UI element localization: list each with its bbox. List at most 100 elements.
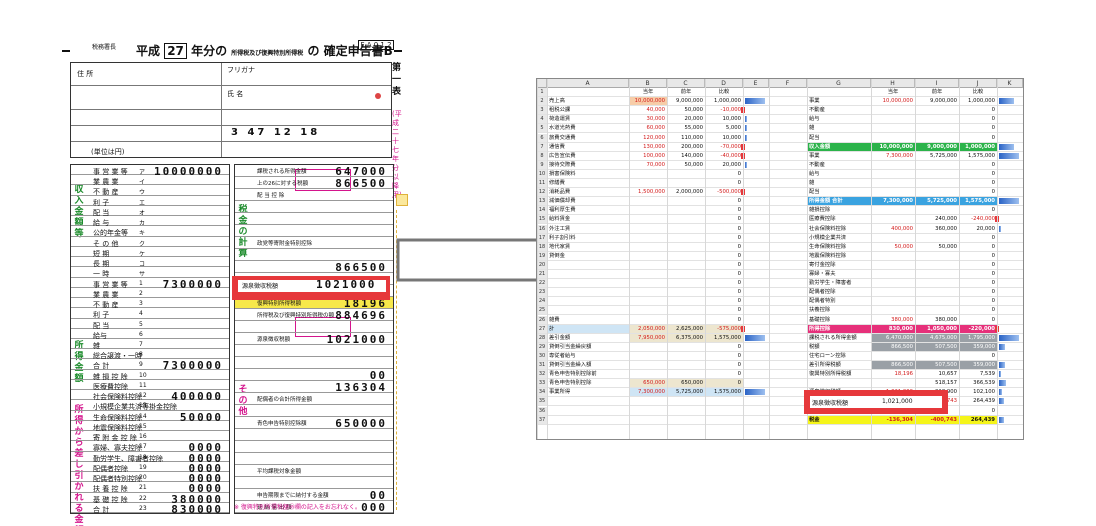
cell-a[interactable]: 損害保険料 (549, 170, 576, 177)
cell-a[interactable] (547, 407, 629, 415)
cell-h[interactable] (871, 379, 915, 387)
cell-c[interactable]: 6,375,000 (667, 333, 705, 342)
cell-h[interactable] (871, 352, 915, 360)
cell-g[interactable]: 税金 (807, 415, 871, 424)
cell-h[interactable]: 7,300,000 (871, 197, 915, 206)
cell-j[interactable]: 0 (991, 261, 995, 268)
cell-b[interactable]: 2,050,000 (629, 324, 667, 333)
cell-j[interactable]: 0 (991, 180, 995, 186)
cell-i[interactable]: -400,743 (915, 415, 959, 424)
cell-b[interactable] (629, 407, 667, 415)
cell-h[interactable] (871, 215, 915, 223)
column-header[interactable]: A (547, 79, 629, 88)
cell-a[interactable]: 売上高 (549, 98, 565, 105)
cell-i[interactable]: 10,657 (938, 371, 957, 378)
cell-i[interactable] (915, 206, 959, 214)
column-header[interactable]: H (871, 79, 915, 88)
cell-b[interactable] (629, 243, 667, 251)
cell-a[interactable]: 水道光熱費 (549, 125, 576, 132)
cell-g[interactable]: 寄付金控除 (809, 261, 836, 268)
cell-i[interactable]: 360,000 (935, 225, 957, 232)
header-cell[interactable]: 比較 (972, 89, 984, 95)
cell-a[interactable]: 接待交際費 (549, 161, 576, 168)
cell-j[interactable]: 0 (991, 407, 995, 414)
cell-h[interactable] (871, 124, 915, 132)
cell-a[interactable]: 利子割引料 (549, 234, 576, 241)
cell-g[interactable]: 扶養控除 (809, 307, 831, 314)
cell-g[interactable]: 課税される所得金額 (809, 334, 857, 341)
cell-g[interactable]: 寡婦・寡夫 (809, 271, 836, 277)
cell-d[interactable]: 0 (737, 298, 741, 305)
header-cell[interactable]: 前年 (680, 89, 692, 95)
cell-i[interactable]: 9,000,000 (915, 142, 959, 151)
column-header[interactable]: I (915, 79, 959, 88)
cell-h[interactable] (871, 161, 915, 169)
cell-i[interactable]: 5,725,000 (915, 197, 959, 206)
cell-c[interactable] (667, 170, 705, 178)
cell-d[interactable]: -575,000 (705, 324, 743, 333)
cell-i[interactable]: 1,050,000 (915, 324, 959, 333)
cell-b[interactable] (629, 370, 667, 378)
cell-d[interactable]: -70,000 (720, 143, 741, 150)
cell-g[interactable]: 配当 (809, 189, 820, 196)
cell-h[interactable]: 7,300,000 (886, 152, 913, 159)
cell-g[interactable]: 医療費控除 (809, 216, 836, 223)
cell-a[interactable]: 貸倒引当金繰戻額 (549, 343, 592, 350)
cell-j[interactable]: 0 (991, 298, 995, 305)
cell-b[interactable] (629, 361, 667, 369)
cell-d[interactable]: 0 (737, 289, 741, 296)
cell-j[interactable]: 359,000 (959, 342, 997, 351)
cell-c[interactable]: 200,000 (681, 143, 703, 150)
cell-h[interactable] (871, 134, 915, 142)
cell-j[interactable]: 102,100 (973, 389, 995, 396)
cell-a[interactable]: 貸倒引当金繰入額 (549, 362, 592, 368)
cell-g[interactable]: 基礎控除 (809, 316, 831, 323)
cell-i[interactable] (915, 170, 959, 178)
cell-d[interactable]: 0 (737, 271, 741, 277)
cell-j[interactable]: 1,000,000 (959, 142, 997, 151)
cell-c[interactable] (667, 234, 705, 242)
cell-a[interactable]: 通信費 (549, 143, 565, 150)
cell-a[interactable]: 旅費交通費 (549, 134, 576, 141)
cell-a[interactable] (547, 279, 629, 287)
cell-b[interactable] (629, 288, 667, 296)
cell-b[interactable] (629, 179, 667, 187)
cell-g[interactable]: 不動産 (809, 161, 825, 168)
cell-d[interactable]: 1,575,000 (705, 333, 743, 342)
cell-g[interactable]: 事業 (809, 98, 820, 105)
cell-b[interactable]: 650,000 (629, 379, 667, 388)
cell-h[interactable]: 10,000,000 (882, 98, 913, 105)
cell-c[interactable] (667, 343, 705, 351)
cell-h[interactable] (871, 261, 915, 269)
cell-b[interactable] (629, 252, 667, 260)
cell-d[interactable]: -40,000 (720, 152, 741, 159)
cell-j[interactable]: 0 (991, 170, 995, 177)
cell-a[interactable]: 計 (547, 324, 629, 333)
cell-j[interactable]: 1,575,000 (968, 152, 995, 159)
cell-g[interactable]: 雑 (809, 125, 815, 132)
column-header[interactable]: C (667, 79, 705, 88)
cell-h[interactable] (871, 179, 915, 187)
cell-h[interactable] (871, 306, 915, 314)
cell-a[interactable]: 青色申告特別控除 (549, 380, 592, 387)
cell-j[interactable]: -240,000 (971, 216, 995, 223)
cell-i[interactable] (915, 279, 959, 287)
cell-a[interactable]: 減価償却費 (549, 198, 576, 205)
cell-a[interactable]: 福利厚生費 (549, 207, 576, 214)
column-header[interactable]: B (629, 79, 667, 88)
cell-a[interactable] (547, 270, 629, 278)
cell-h[interactable]: 380,000 (891, 316, 913, 323)
cell-d[interactable]: 0 (737, 225, 741, 232)
cell-g[interactable]: 所得控除 (807, 324, 871, 333)
cell-b[interactable] (629, 297, 667, 305)
cell-d[interactable]: 5,000 (725, 125, 741, 132)
cell-c[interactable]: 50,000 (684, 161, 703, 168)
cell-h[interactable] (871, 170, 915, 178)
cell-j[interactable]: 0 (991, 116, 995, 123)
cell-c[interactable] (667, 288, 705, 296)
cell-b[interactable] (629, 215, 667, 223)
cell-b[interactable] (629, 261, 667, 269)
cell-b[interactable] (629, 197, 667, 205)
cell-j[interactable]: 0 (991, 107, 995, 114)
cell-b[interactable]: 7,300,000 (629, 388, 667, 397)
